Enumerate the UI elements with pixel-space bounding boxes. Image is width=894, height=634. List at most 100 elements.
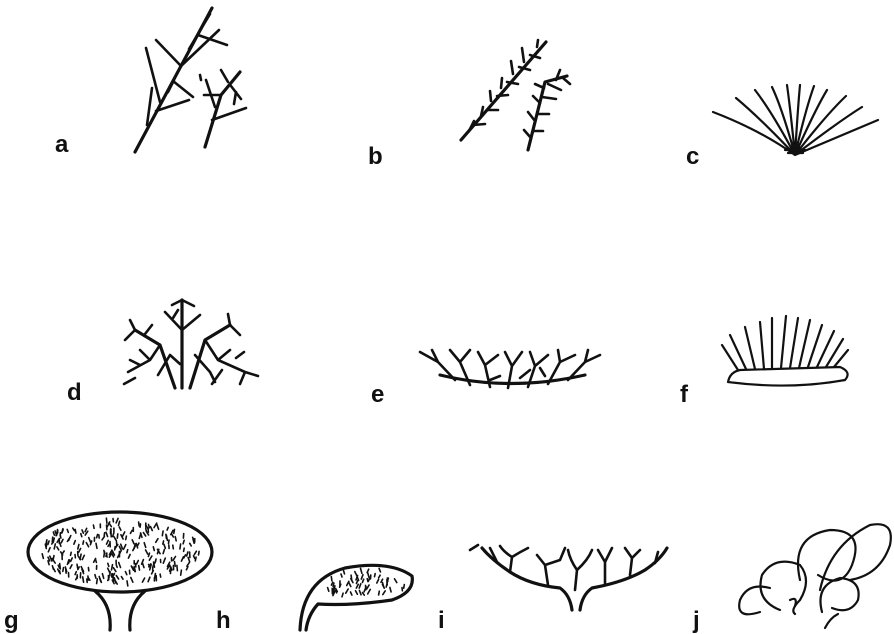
candelabra-branching-icon [470,545,667,610]
texture-dash [156,539,158,543]
texture-dash [148,553,149,556]
texture-dash [146,550,148,554]
texture-dash [153,547,154,551]
texture-dash [102,574,103,579]
texture-dash [76,577,78,580]
texture-dash [48,541,49,545]
texture-dash [107,522,109,527]
texture-dash [112,565,113,570]
texture-dash [82,530,83,533]
texture-dash [131,578,133,583]
texture-dash [172,534,174,537]
texture-dash [46,540,47,545]
texture-dash [69,536,71,541]
texture-dash [128,555,130,559]
texture-dash [386,584,387,587]
texture-dash [175,562,176,567]
texture-dash [342,593,343,597]
texture-dash [54,544,55,549]
texture-dash [75,572,76,575]
texture-dash [137,561,139,565]
texture-dash [361,568,362,573]
encrusting-upright-icon [722,316,848,386]
texture-dash [117,534,118,538]
texture-dash [78,545,79,550]
texture-dash [173,545,174,549]
texture-dash [367,569,369,573]
stalked-lobe-icon [300,565,412,630]
texture-dash [180,544,181,549]
texture-dash [102,537,104,540]
texture-dash [116,576,118,580]
texture-dash [346,589,349,593]
panel-label-i: i [438,607,445,634]
texture-dash [379,591,380,595]
texture-dash [331,577,332,581]
panel-label-h: h [216,607,231,634]
texture-dash [166,535,167,540]
texture-dash [95,575,96,579]
texture-dash [194,556,195,559]
lobe-texture [328,568,405,596]
texture-dash [379,575,381,578]
texture-dash [162,531,163,536]
texture-dash [151,527,153,531]
texture-dash [187,552,188,556]
texture-dash [154,523,157,528]
texture-dash [390,587,391,592]
texture-dash [52,566,53,569]
texture-dash [194,551,196,554]
texture-dash [361,575,363,579]
texture-dash [48,548,50,552]
texture-dash [141,533,143,537]
texture-dash [80,554,81,559]
texture-dash [184,548,185,551]
panel-label-a: a [55,131,69,158]
panel-label-g: g [4,607,19,634]
panel-label-e: e [371,381,384,408]
disc-texture [42,518,199,586]
texture-dash [367,579,368,582]
texture-dash [144,543,146,548]
texture-dash [60,564,61,569]
texture-dash [126,536,127,540]
texture-dash [181,557,183,561]
texture-dash [331,582,332,585]
texture-dash [60,543,61,547]
texture-dash [71,552,72,555]
texture-dash [116,518,118,523]
texture-dash [387,578,388,582]
texture-dash [377,579,379,583]
texture-dash [122,532,124,537]
texture-dash [96,543,97,548]
texture-dash [75,529,76,533]
stalked-disc-icon [28,512,212,630]
texture-dash [86,543,88,547]
texture-dash [107,540,109,544]
texture-dash [173,557,176,561]
texture-dash [89,538,91,543]
texture-dash [127,550,128,553]
texture-dash [131,566,133,570]
texture-dash [367,585,369,589]
texture-dash [97,579,98,584]
texture-dash [82,555,84,559]
texture-dash [368,589,371,594]
texture-dash [183,540,184,544]
texture-dash [125,572,126,575]
texture-dash [114,537,117,541]
texture-dash [175,537,176,541]
texture-dash [71,558,73,561]
texture-dash [174,529,175,533]
texture-dash [375,574,376,577]
texture-dash [347,581,349,585]
texture-dash [199,551,200,555]
texture-dash [67,529,68,532]
panel-label-f: f [680,381,689,408]
texture-dash [69,560,70,563]
texture-dash [336,590,337,593]
texture-dash [343,570,344,574]
coiled-loops-icon [739,524,891,628]
texture-dash [113,578,114,581]
